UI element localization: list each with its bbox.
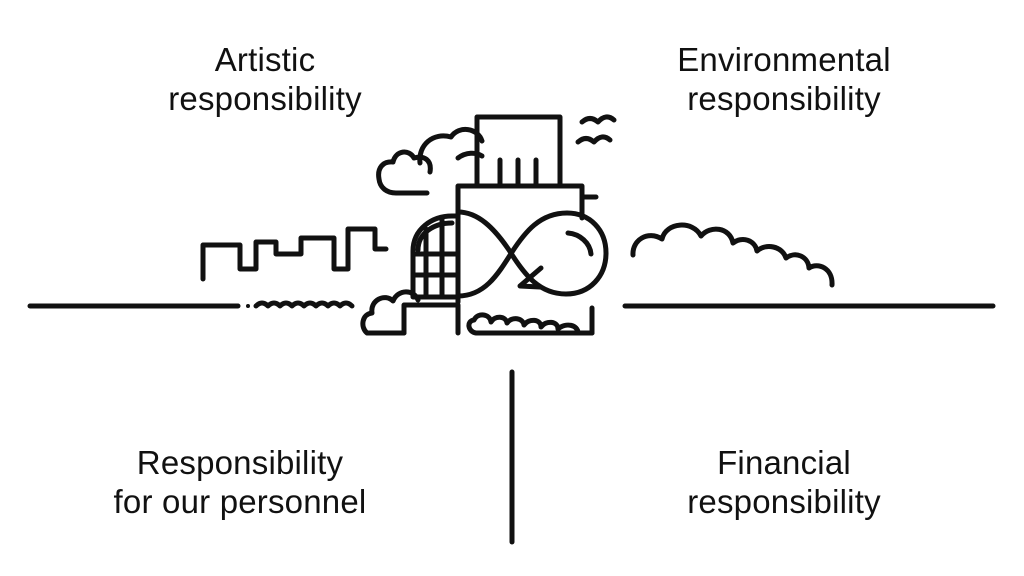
label-line-1: Financial: [717, 444, 851, 481]
cloud-upper-back: [417, 127, 485, 166]
bushes: [466, 312, 595, 336]
label-financial-responsibility: Financial responsibility: [624, 443, 944, 521]
axis-dot: [246, 304, 250, 308]
water-waves: [253, 300, 355, 309]
label-line-2: for our personnel: [113, 483, 367, 520]
label-line-1: Environmental: [677, 41, 891, 78]
infinity-symbol: [455, 209, 609, 299]
bird-icon: [575, 134, 613, 145]
label-line-2: responsibility: [687, 483, 881, 520]
label-line-2: responsibility: [687, 80, 881, 117]
bird-icon: [579, 114, 617, 125]
arched-window: [410, 213, 461, 300]
label-line-2: responsibility: [168, 80, 362, 117]
tower: [474, 114, 563, 189]
label-line-1: Artistic: [214, 41, 316, 78]
cloud-lower-left: [360, 289, 421, 336]
building-base: [401, 302, 461, 336]
label-personnel-responsibility: Responsibility for our personnel: [60, 443, 420, 521]
label-artistic-responsibility: Artistic responsibility: [105, 40, 425, 118]
cloud-upper-inner: [455, 150, 485, 161]
city-skyline: [200, 226, 389, 282]
cloud-upper-left: [376, 149, 433, 196]
label-line-1: Responsibility: [136, 444, 344, 481]
cloud-right: [630, 222, 835, 288]
recycle-arrow-icon: [517, 265, 544, 290]
label-environmental-responsibility: Environmental responsibility: [624, 40, 944, 118]
infinity-highlight: [565, 230, 594, 257]
